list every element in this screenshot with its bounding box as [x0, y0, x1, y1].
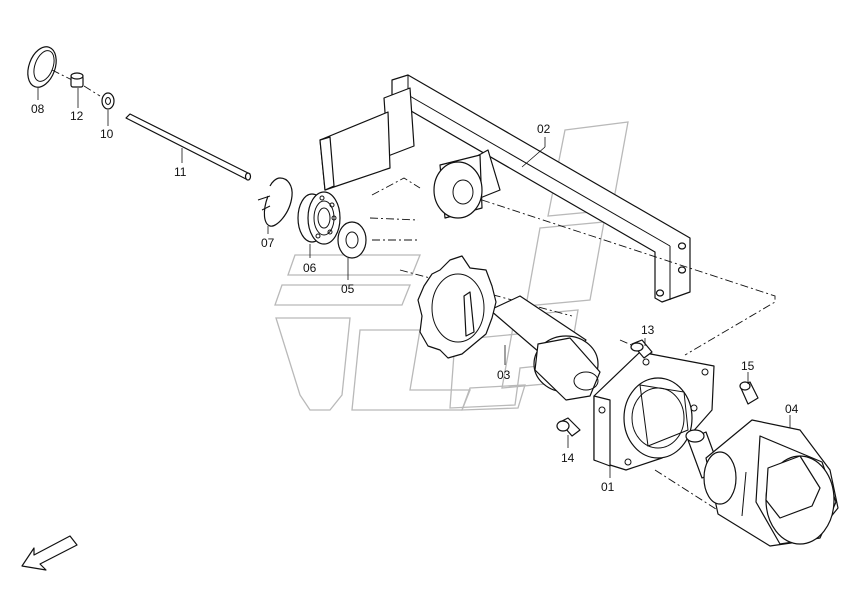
part-12-bushing [70, 72, 84, 108]
callout-06: 06 [303, 261, 317, 275]
callout-07: 07 [261, 236, 275, 250]
part-07-circlip [257, 177, 293, 234]
part-13-bolt [630, 338, 653, 359]
part-02-frame [319, 74, 691, 303]
callout-01: 01 [601, 480, 615, 494]
part-06-bearing [297, 191, 341, 258]
arrow-down-left-icon [21, 535, 78, 571]
callout-03: 03 [497, 368, 511, 382]
callout-12: 12 [70, 109, 84, 123]
callout-08: 08 [31, 102, 45, 116]
callout-10: 10 [100, 127, 114, 141]
callout-04: 04 [785, 402, 799, 416]
part-14-bolt [556, 417, 581, 448]
callout-02: 02 [537, 122, 551, 136]
part-04-gear-motor [685, 415, 839, 547]
part-11-rod [125, 113, 252, 181]
callout-14: 14 [561, 451, 575, 465]
callout-05: 05 [341, 282, 355, 296]
callout-11: 11 [174, 165, 187, 179]
part-01-flange-housing [593, 351, 715, 478]
part-03-sprocket-shaft [417, 255, 601, 401]
callout-15: 15 [741, 359, 755, 373]
part-15-threaded-insert [739, 372, 759, 405]
callout-13: 13 [641, 323, 655, 337]
part-05-spacer-washer [337, 221, 367, 280]
part-10-washer [101, 92, 115, 126]
